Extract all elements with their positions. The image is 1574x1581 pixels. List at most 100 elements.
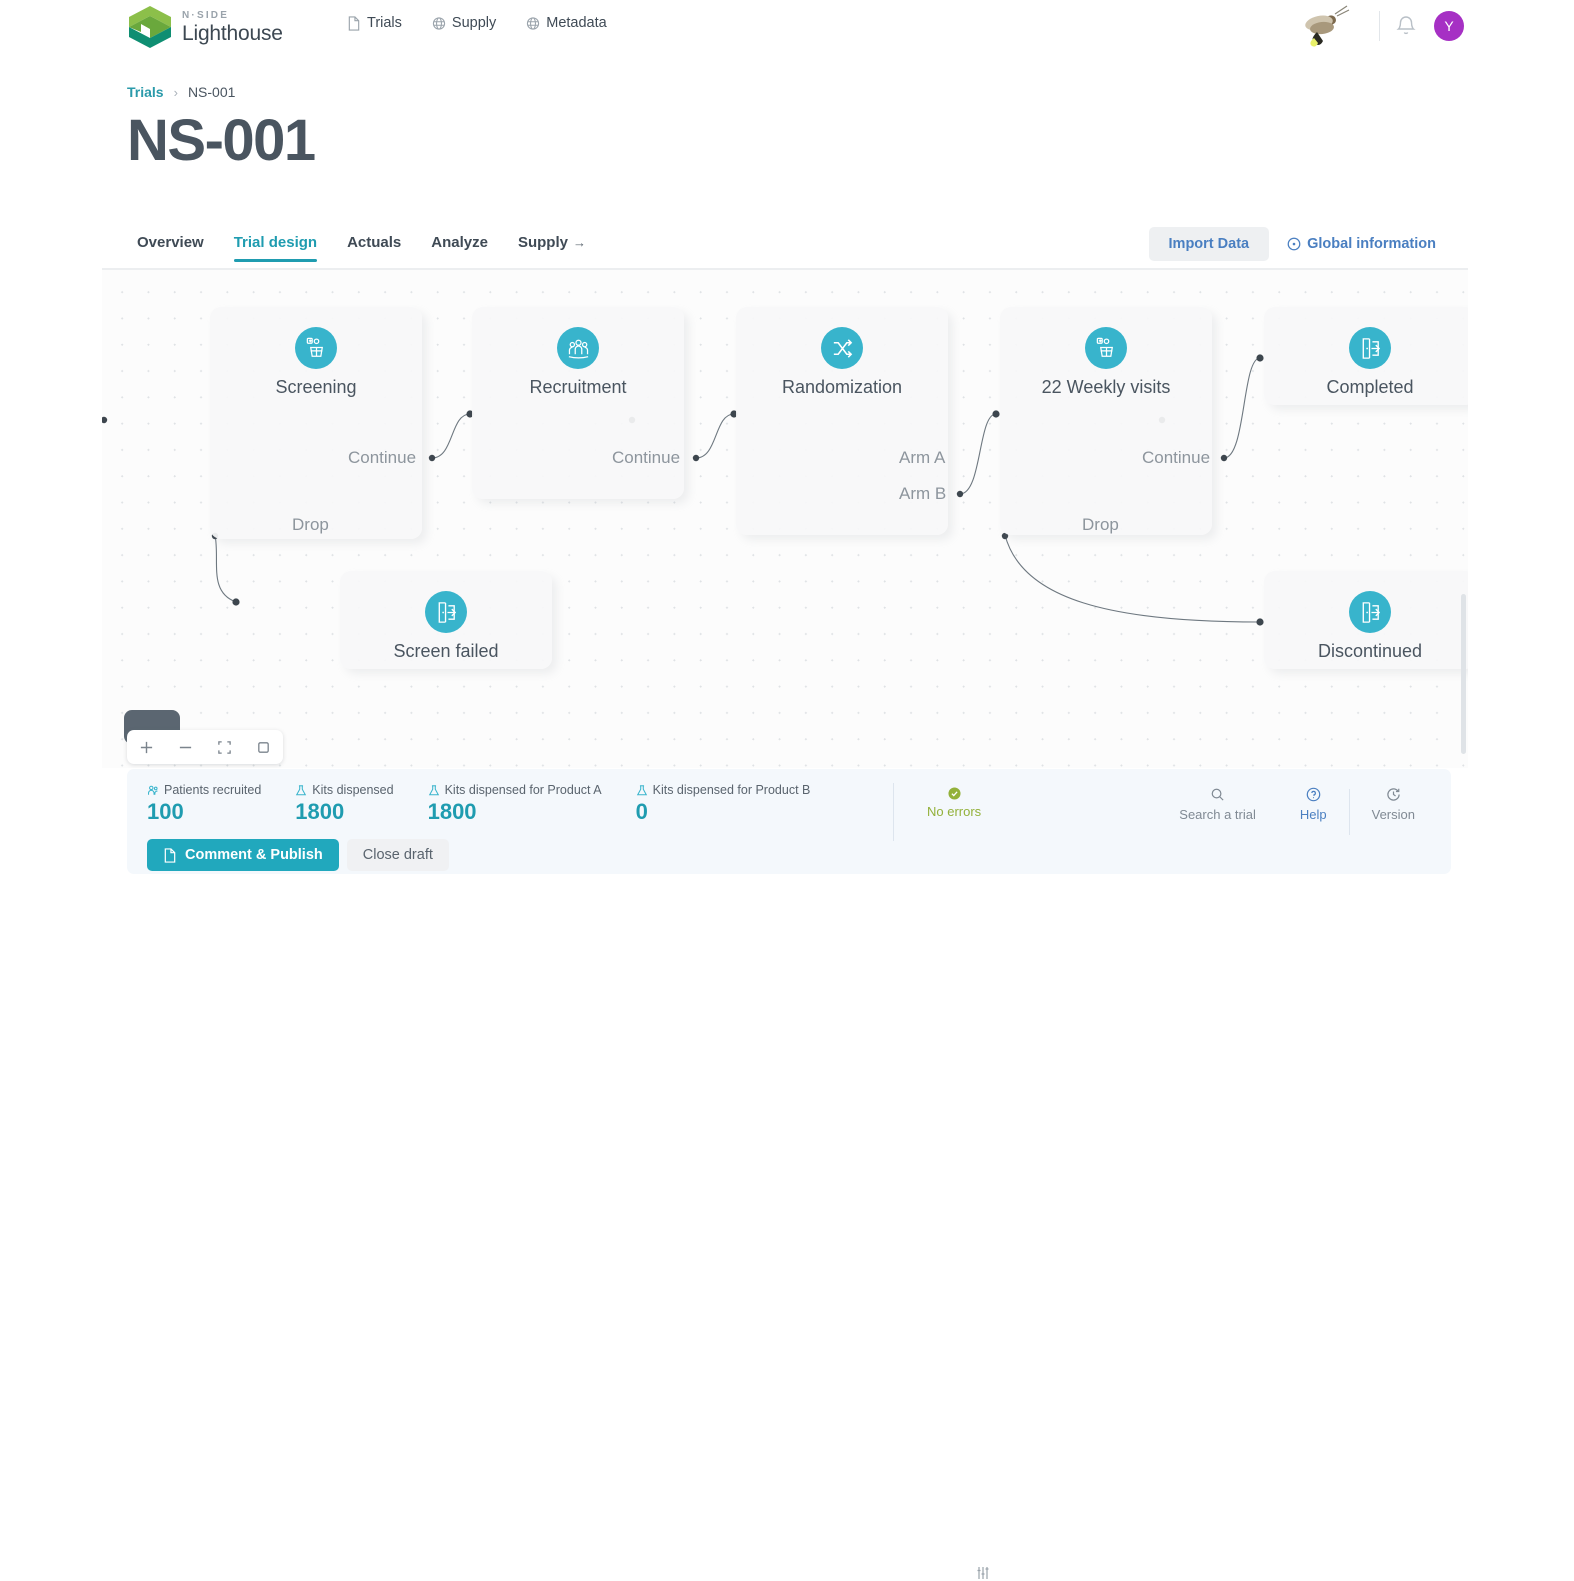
tool-label: Help (1299, 807, 1327, 822)
publish-label: Comment & Publish (185, 847, 323, 863)
logo-brand-name: Lighthouse (182, 21, 283, 45)
node-label: Completed (1326, 377, 1414, 397)
nav-label: Metadata (546, 15, 607, 31)
fit-view-icon (218, 740, 231, 754)
node-label: Screen failed (393, 641, 499, 661)
node-weekly-visits[interactable]: 22 Weekly visits (1000, 307, 1212, 535)
stat-label: Kits dispensed for Product B (652, 783, 811, 797)
logo-brand-small: N·SIDE (182, 9, 230, 21)
tab-supply[interactable]: Supply → (518, 234, 586, 262)
bottom-bar-actions: Comment & Publish Close draft (147, 839, 449, 871)
header-divider (1379, 11, 1380, 41)
stat-patients-recruited: Patients recruited 100 (147, 783, 261, 825)
main-navigation: Trials Supply Metadata (345, 12, 609, 34)
patient-kit-icon (1085, 327, 1127, 369)
comment-publish-button[interactable]: Comment & Publish (147, 839, 339, 871)
page-title: NS-001 (127, 108, 316, 173)
bottom-bar-tools: Search a trial Help Version (1157, 787, 1437, 835)
node-label: 22 Weekly visits (1041, 377, 1171, 397)
node-label: Recruitment (529, 377, 627, 397)
help-button[interactable]: Help (1278, 787, 1349, 822)
tab-overview[interactable]: Overview (137, 234, 204, 262)
firefly-icon (1305, 5, 1350, 47)
minus-icon (179, 746, 192, 748)
stat-label: Kits dispensed (312, 783, 394, 797)
flask-icon (296, 784, 307, 795)
import-data-button[interactable]: Import Data (1148, 227, 1270, 261)
canvas-zoom-controls (127, 730, 283, 764)
node-discontinued[interactable]: Discontinued (1264, 571, 1468, 669)
tab-actions: Import Data Global information (1148, 227, 1442, 261)
app-logo[interactable]: N·SIDE Lighthouse (127, 5, 283, 49)
document-icon (348, 15, 360, 31)
app-header: N·SIDE Lighthouse Trials Supply Metadata (0, 0, 1574, 52)
nav-item-supply[interactable]: Supply (430, 12, 498, 34)
stat-label: Kits dispensed for Product A (444, 783, 602, 797)
node-randomization[interactable]: Randomization (736, 307, 948, 535)
exit-door-icon (425, 591, 467, 633)
stat-label: Patients recruited (164, 783, 262, 797)
tab-trial-design[interactable]: Trial design (233, 234, 318, 262)
status-label: No errors (927, 804, 982, 819)
exit-door-icon (1349, 591, 1391, 633)
tool-label: Version (1371, 807, 1415, 822)
nav-item-trials[interactable]: Trials (345, 12, 404, 34)
bell-icon[interactable] (1396, 15, 1416, 37)
stats-group: Patients recruited 100 Kits dispensed 18… (147, 783, 844, 825)
close-draft-button[interactable]: Close draft (346, 839, 449, 871)
stat-value: 1800 (427, 799, 477, 824)
globe-icon (432, 16, 446, 30)
tool-label: Search a trial (1179, 807, 1256, 822)
breadcrumb-link-trials[interactable]: Trials (127, 84, 164, 100)
bottom-bar-divider (893, 783, 894, 841)
document-icon (164, 847, 176, 863)
breadcrumb-separator: › (173, 84, 178, 100)
stat-value: 0 (635, 799, 648, 824)
stat-value: 100 (147, 799, 184, 824)
exit-door-icon (1349, 327, 1391, 369)
tab-list: Overview Trial design Actuals Analyze Su… (137, 234, 586, 262)
node-screen-failed[interactable]: Screen failed (340, 571, 552, 669)
nav-label: Trials (367, 15, 402, 31)
global-information-button[interactable]: Global information (1281, 228, 1442, 260)
node-label: Screening (275, 377, 357, 397)
stat-value: 1800 (295, 799, 345, 824)
stat-kits-product-b: Kits dispensed for Product B 0 (636, 783, 811, 825)
fit-view-button[interactable] (205, 730, 244, 764)
arrow-right-icon: → (572, 235, 586, 250)
bottom-status-bar: Patients recruited 100 Kits dispensed 18… (127, 769, 1451, 1579)
flask-icon (636, 784, 647, 795)
check-circle-icon (948, 787, 961, 800)
history-icon (1387, 788, 1400, 801)
trial-design-canvas[interactable]: Screening Recruitment Randomization (102, 268, 1468, 768)
tab-label: Supply (517, 234, 568, 251)
branch-icon (821, 327, 863, 369)
node-screening[interactable]: Screening (210, 307, 422, 539)
tab-bar: Overview Trial design Actuals Analyze Su… (102, 227, 1468, 268)
status-badge: No errors (927, 787, 981, 819)
nav-item-metadata[interactable]: Metadata (524, 12, 608, 34)
breadcrumb: Trials › NS-001 (127, 84, 235, 100)
sliders-icon[interactable] (975, 1565, 991, 1581)
patient-kit-icon (295, 327, 337, 369)
user-avatar[interactable]: Y (1434, 11, 1464, 41)
zoom-in-button[interactable] (127, 730, 166, 764)
plus-icon (140, 741, 153, 753)
help-icon (1306, 787, 1321, 802)
tab-analyze[interactable]: Analyze (431, 234, 488, 262)
tab-actuals[interactable]: Actuals (347, 234, 401, 262)
search-a-trial-button[interactable]: Search a trial (1157, 787, 1278, 822)
lock-view-button[interactable] (244, 730, 283, 764)
hexagon-logo-icon (129, 6, 171, 48)
lock-view-icon (258, 741, 269, 753)
people-group-icon (557, 327, 599, 369)
tab-label: Actuals (347, 234, 402, 251)
version-button[interactable]: Version (1350, 787, 1437, 822)
node-completed[interactable]: Completed (1264, 307, 1468, 405)
stat-kits-product-a: Kits dispensed for Product A 1800 (428, 783, 602, 825)
node-recruitment[interactable]: Recruitment (472, 307, 684, 499)
tools-divider (1348, 789, 1350, 835)
node-label: Randomization (781, 377, 903, 397)
canvas-scrollbar[interactable] (1461, 594, 1466, 754)
zoom-out-button[interactable] (166, 730, 205, 764)
